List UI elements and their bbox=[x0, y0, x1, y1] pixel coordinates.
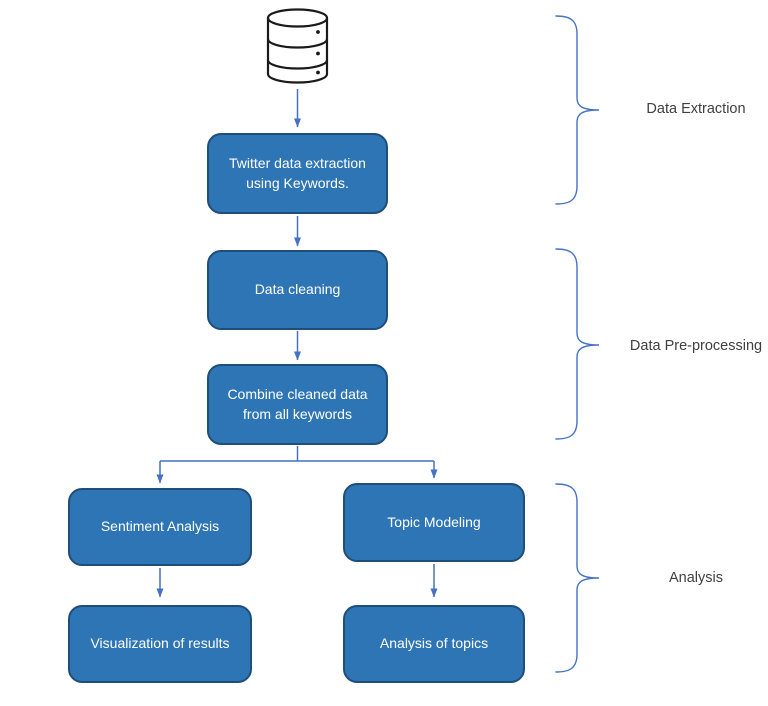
brace-data-extraction bbox=[555, 15, 600, 205]
database-icon-band-1 bbox=[266, 37, 329, 49]
node-topic-modeling-label: Topic Modeling bbox=[387, 513, 481, 530]
node-data-cleaning-label: Data cleaning bbox=[254, 281, 341, 298]
node-data-cleaning: Data cleaning bbox=[207, 250, 388, 330]
node-analysis-of-topics-label: Analysis of topics bbox=[379, 635, 489, 652]
node-combine-data: Combine cleaned data from all keywords bbox=[207, 364, 388, 445]
node-sentiment-analysis: Sentiment Analysis bbox=[68, 488, 252, 566]
node-twitter-extraction-label: Twitter data extraction using Keywords. bbox=[229, 154, 366, 191]
connectors bbox=[156, 89, 438, 598]
brace-data-preprocessing bbox=[555, 248, 600, 440]
node-topic-modeling: Topic Modeling bbox=[343, 483, 525, 562]
database-icon-top bbox=[266, 8, 329, 28]
brace-analysis bbox=[555, 483, 600, 673]
node-analysis-of-topics: Analysis of topics bbox=[343, 605, 525, 683]
node-visualization-results: Visualization of results bbox=[68, 605, 252, 683]
database-icon-body bbox=[266, 16, 329, 84]
stage-label-data-extraction: Data Extraction bbox=[646, 101, 746, 117]
database-icon bbox=[266, 8, 329, 84]
database-icon-band-2 bbox=[266, 58, 329, 70]
node-twitter-extraction: Twitter data extraction using Keywords. bbox=[207, 133, 388, 214]
node-sentiment-analysis-label: Sentiment Analysis bbox=[100, 518, 220, 535]
node-visualization-results-label: Visualization of results bbox=[90, 635, 230, 652]
stage-braces bbox=[555, 15, 600, 673]
node-combine-data-label: Combine cleaned data from all keywords bbox=[227, 385, 368, 422]
stage-label-data-preprocessing: Data Pre-processing bbox=[629, 338, 763, 354]
connector-split bbox=[160, 446, 434, 462]
stage-label-analysis: Analysis bbox=[669, 570, 723, 586]
database-icon-dots bbox=[316, 30, 320, 75]
